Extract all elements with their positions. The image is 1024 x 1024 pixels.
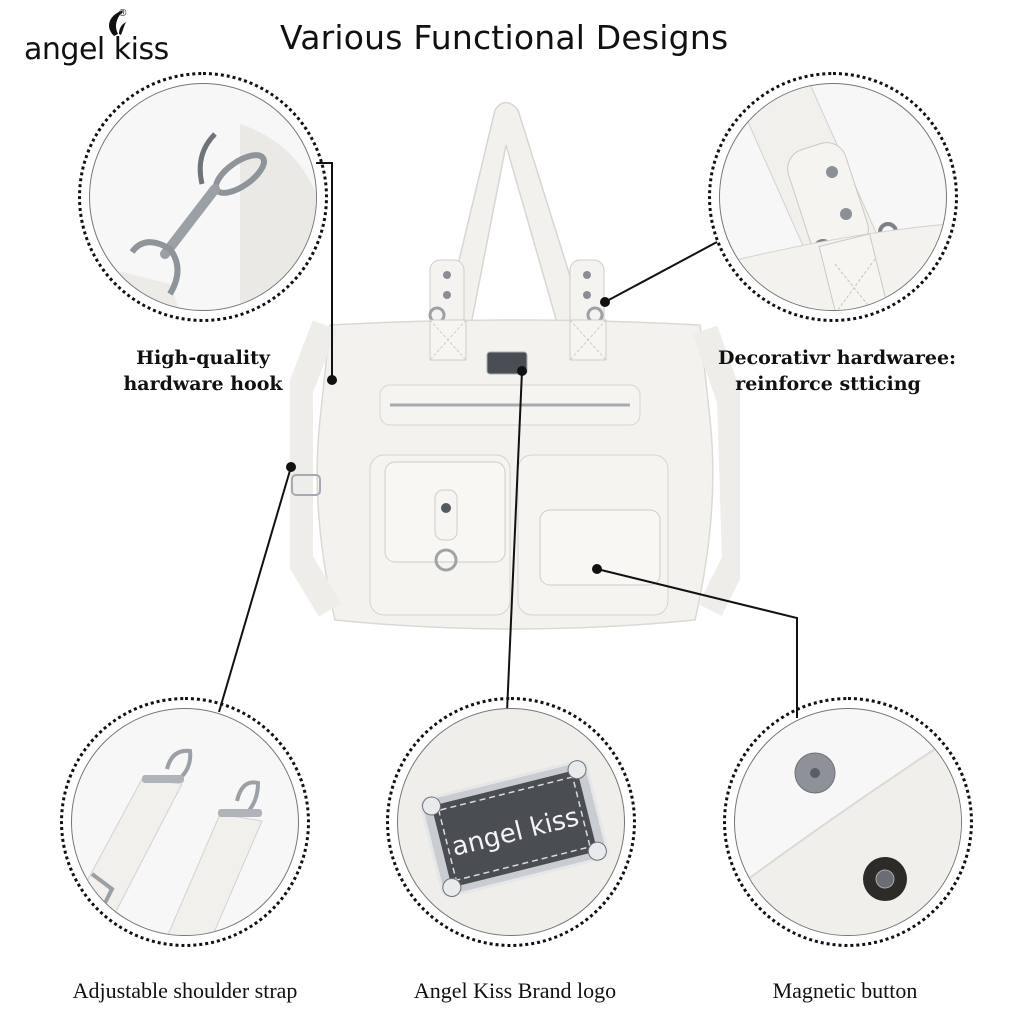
caption-magnetic-button: Magnetic button (772, 978, 918, 1003)
logo-swoosh-icon (109, 10, 126, 36)
riveted-tab-icon (720, 84, 946, 310)
detail-image-hardware-hook (89, 83, 317, 311)
caption-line: Decorativr hardwaree: (718, 347, 957, 369)
detail-circle-shoulder-strap (60, 697, 310, 947)
caption-line: High-quality (136, 347, 270, 369)
detail-circle-magnetic-button (723, 697, 973, 947)
detail-image-magnetic-button (734, 708, 962, 936)
caption-line: hardware hook (123, 373, 283, 395)
magnetic-button-icon (735, 748, 961, 935)
detail-circle-brand-logo: angel kiss (386, 697, 636, 947)
page-title: Various Functional Designs (280, 18, 729, 57)
registered-mark: ® (119, 8, 127, 19)
caption-decorative-hardware: Decorativr hardwaree: reinforce stticing (718, 345, 957, 397)
shoulder-strap-icon (72, 748, 263, 935)
caption-hardware-hook: High-quality hardware hook (118, 345, 288, 397)
lobster-hook-icon (90, 124, 316, 310)
detail-image-brand-logo: angel kiss (397, 708, 625, 936)
logo-plate-icon: angel kiss (420, 759, 609, 898)
caption-shoulder-strap: Adjustable shoulder strap (72, 978, 298, 1003)
detail-image-decorative-hardware (719, 83, 947, 311)
caption-line: reinforce stticing (735, 373, 921, 395)
logo-text: angel kiss (24, 32, 169, 67)
brand-logo: ® angel kiss (24, 8, 184, 68)
detail-circle-decorative-hardware (708, 72, 958, 322)
handbag-image (290, 101, 740, 630)
detail-circle-hardware-hook (78, 72, 328, 322)
caption-brand-logo: Angel Kiss Brand logo (413, 978, 617, 1003)
detail-image-shoulder-strap (71, 708, 299, 936)
